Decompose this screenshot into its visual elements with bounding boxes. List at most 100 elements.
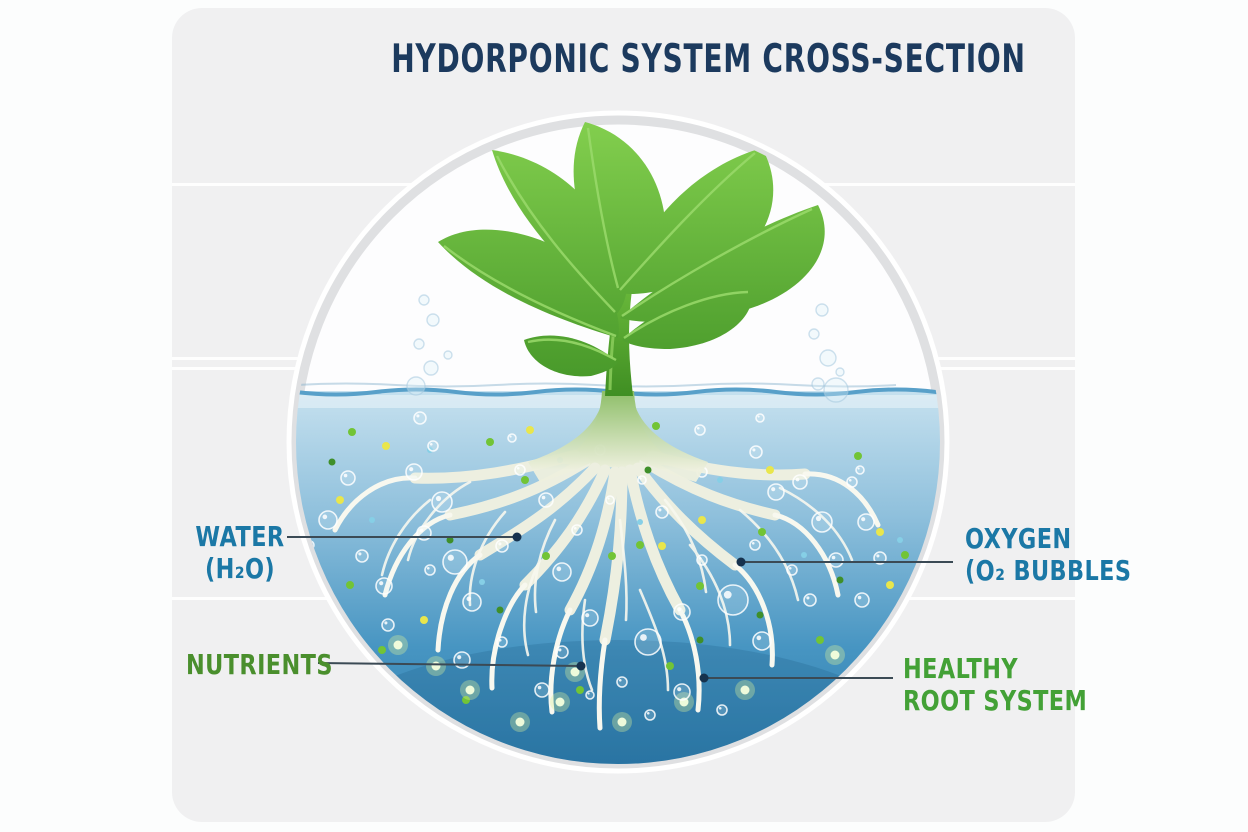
root-fine [738,508,800,602]
bubble-highlight [409,467,414,472]
bubble-above-surface [413,338,425,350]
bubble [673,603,691,621]
bubble-highlight [646,711,650,715]
bubble [442,549,468,575]
bubble-highlight [751,541,755,545]
root-main [639,456,781,521]
bubble [555,645,569,659]
bubble-highlight [640,634,647,641]
bubble-highlight [815,515,822,522]
healthy-root-label-line1: HEALTHY [903,652,1018,685]
nutrient-dot [382,442,390,450]
nutrient-dot [608,552,616,560]
bubble-highlight [516,466,520,470]
bubble-highlight [857,595,862,600]
bubble-highlight [447,554,454,561]
glow-dot [570,667,580,677]
bubble-highlight [419,528,424,533]
root-extension [332,475,418,533]
nutrient-dot [696,636,704,644]
plant-seedling [438,122,825,482]
bubble-highlight [358,552,362,556]
bubble-highlight [677,687,682,692]
bubble [495,539,509,553]
bubble-above-surface [423,360,439,376]
nutrient-dot [886,581,894,589]
root-main [599,466,628,646]
bubble-above-surface [835,367,845,377]
bubble [496,636,508,648]
nutrients-label: NUTRIENTS [186,649,333,681]
nutrient-dot [717,477,723,483]
leaf-veins [443,127,813,362]
healthy-root-label-line2: ROOT SYSTEM [903,683,1088,717]
bubble-above-surface [426,313,440,327]
bubble-above-surface [823,377,849,403]
glow-dot [740,685,750,695]
glow-dot [515,717,525,727]
callout-leaders [287,532,953,683]
bubble [634,628,662,656]
nutrient-dot [666,662,674,670]
bubble [507,433,517,443]
bubble-highlight [723,590,732,599]
oxygen-label-line1: OXYGEN [965,522,1072,555]
root-extension [435,552,483,653]
oxygen-leader-dot [736,557,746,567]
rising-bubbles-above-surface [296,294,849,403]
bubble-highlight [466,596,472,602]
tank-circle-rim [286,110,950,774]
nutrient-dot [696,582,704,590]
nutrient-dot [801,552,807,558]
nutrients-leader-dot [576,661,586,671]
bubble-highlight [607,497,610,500]
bubble-highlight [379,581,384,586]
bubble-highlight [537,685,542,690]
leaves [438,122,825,377]
healthy-root-leader-dot [699,673,709,683]
stem-underwater-flare [528,393,708,482]
bubble [427,440,439,452]
bubble [552,562,572,582]
root-fine [663,498,708,594]
nutrient-dot [876,528,884,536]
leaf-lower-left [524,335,618,377]
bubble [828,552,844,568]
bubble [644,709,656,721]
oxygen-label: OXYGEN (O₂ BUBBLES [965,523,1131,586]
leaf-lower-right [622,288,753,349]
nutrient-dot [854,452,862,460]
nutrient-dot [479,579,485,585]
root-extension [772,512,841,598]
bubble [462,592,482,612]
nutrient-dot [446,536,454,544]
root-main [624,464,686,616]
nutrient-dot [698,516,706,524]
bubble-highlight [756,635,762,641]
bubble [767,483,785,501]
bubble [381,618,395,632]
root-fine [380,498,432,577]
glow-dot [555,697,565,707]
bubble-highlight [639,477,642,480]
nutrients-label-line1: NUTRIENTS [186,648,333,681]
leaf-right [620,205,825,322]
bubble [581,609,599,627]
bubble-highlight [384,621,388,625]
nutrient-dot [462,696,470,704]
bubble [854,592,870,608]
bubble-highlight [556,566,562,572]
diagram-title: HYDORPONIC SYSTEM CROSS-SECTION [391,37,1026,82]
bubble-above-surface [443,350,453,360]
nutrient-dot [328,458,336,466]
bubble [538,492,554,508]
bubble-highlight [426,566,430,570]
bubble [749,539,761,551]
water-label-line1: WATER [195,520,285,553]
glow-dot [431,661,441,671]
bubble-above-surface [418,294,430,306]
nutrient-dot [766,466,774,474]
bubble-highlight [541,495,546,500]
bubble [413,411,427,425]
bubble-highlight [343,473,348,478]
